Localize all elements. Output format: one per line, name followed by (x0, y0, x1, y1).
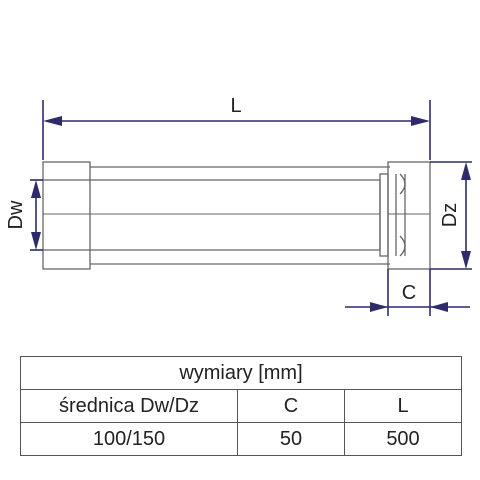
table-row: 100/150 50 500 (20, 422, 462, 456)
pipe-drawing: L Dw Dz C (5, 95, 472, 316)
dimension-lines (30, 100, 472, 316)
right-spigot-collar (387, 161, 431, 270)
table-title: wymiary [mm] (20, 356, 462, 390)
table-title-row: wymiary [mm] (20, 356, 462, 390)
dimensions-table: wymiary [mm] średnica Dw/Dz C L 100/150 … (20, 356, 462, 456)
left-socket (42, 161, 91, 270)
header-l: L (344, 389, 462, 423)
cell-l: 500 (344, 422, 462, 456)
cell-diameter: 100/150 (20, 422, 238, 456)
pipe-outline (42, 161, 431, 270)
table-header-row: średnica Dw/Dz C L (20, 389, 462, 423)
header-diameter: średnica Dw/Dz (20, 389, 238, 423)
outer-diameter-label: Dz (439, 203, 461, 227)
header-c: C (237, 389, 345, 423)
inner-diameter-label: Dw (5, 200, 27, 229)
cell-c: 50 (237, 422, 345, 456)
socket-label: C (402, 282, 416, 304)
length-label: L (230, 95, 241, 117)
